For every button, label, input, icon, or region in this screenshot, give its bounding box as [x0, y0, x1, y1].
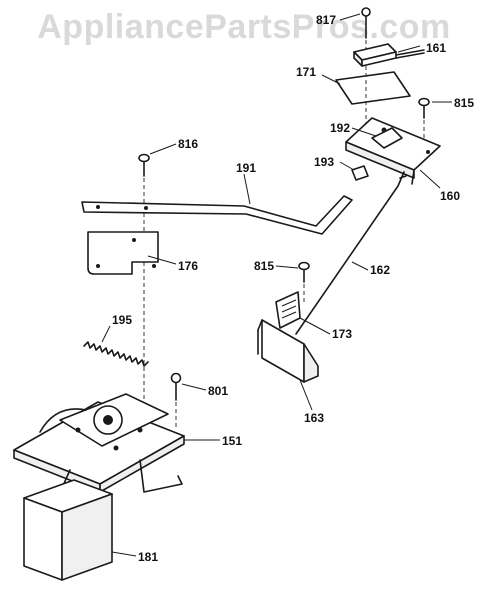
part-195-spring[interactable] — [83, 341, 149, 367]
part-171-insulator[interactable] — [335, 71, 411, 105]
part-labels: 817 161 171 815 192 193 160 816 191 176 … — [112, 13, 474, 564]
part-163-latch-plate[interactable] — [257, 319, 319, 383]
label-195: 195 — [112, 313, 132, 327]
part-173-guide[interactable] — [275, 291, 301, 329]
label-171: 171 — [296, 65, 316, 79]
part-801-screw[interactable] — [170, 372, 182, 401]
label-815-middle: 815 — [254, 259, 274, 273]
part-815-screw-middle[interactable] — [298, 261, 310, 283]
label-801: 801 — [208, 384, 228, 398]
label-191: 191 — [236, 161, 256, 175]
label-816: 816 — [178, 137, 198, 151]
label-181: 181 — [138, 550, 158, 564]
label-817: 817 — [316, 13, 336, 27]
label-193: 193 — [314, 155, 334, 169]
part-817-screw[interactable] — [361, 7, 371, 39]
part-181-motor[interactable] — [23, 479, 113, 581]
part-176-cover[interactable] — [87, 231, 159, 275]
leader-lines — [101, 13, 452, 557]
label-160: 160 — [440, 189, 460, 203]
part-191-lever-arm[interactable] — [81, 195, 353, 235]
part-816-screw[interactable] — [138, 153, 150, 177]
part-161-switch[interactable] — [353, 43, 425, 67]
part-160-bracket[interactable] — [345, 117, 441, 185]
label-151: 151 — [222, 434, 242, 448]
part-162-rod[interactable] — [295, 171, 407, 335]
label-173: 173 — [332, 327, 352, 341]
watermark-text: AppliancePartsPros.com — [37, 8, 451, 46]
part-815-screw-right[interactable] — [418, 97, 430, 119]
label-162: 162 — [370, 263, 390, 277]
label-815-right: 815 — [454, 96, 474, 110]
label-192: 192 — [330, 121, 350, 135]
part-193-clip[interactable] — [351, 165, 369, 181]
label-161: 161 — [426, 41, 446, 55]
label-163: 163 — [304, 411, 324, 425]
label-176: 176 — [178, 259, 198, 273]
part-151-latch-base[interactable] — [13, 393, 185, 501]
